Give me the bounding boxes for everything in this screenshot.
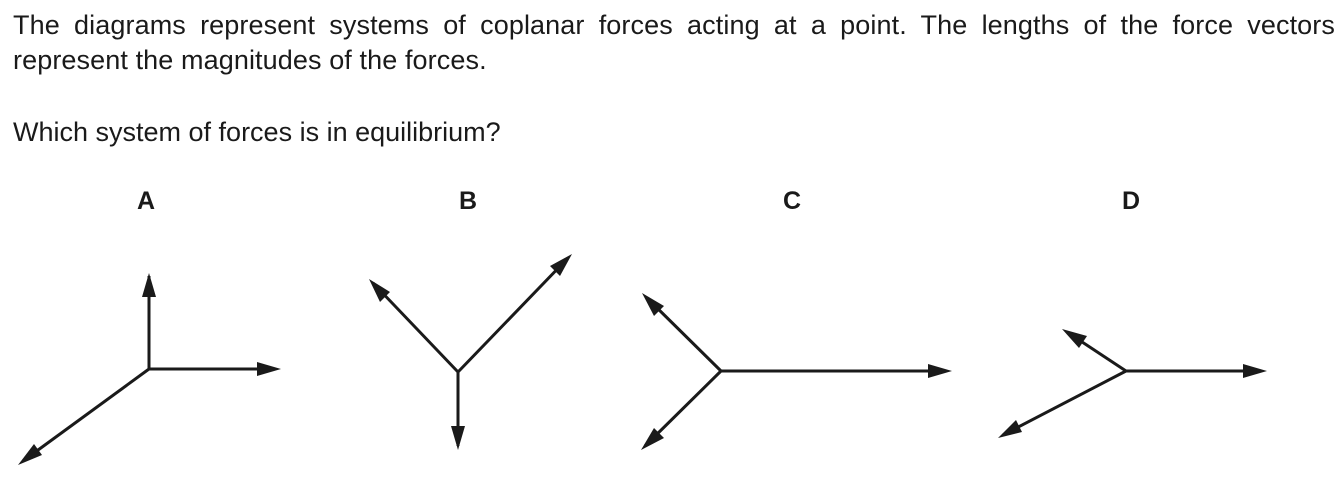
arrowhead-b-down (451, 426, 465, 450)
force-vector-a-down-left (22, 367, 150, 463)
arrowhead-c-up-left (642, 293, 664, 316)
force-vector-b-up-right (456, 257, 569, 374)
option-b-label: B (458, 187, 478, 215)
diagram-a (18, 273, 281, 465)
question-stem: The diagrams represent systems of coplan… (13, 10, 1335, 75)
arrowhead-d-up-left (1062, 329, 1087, 348)
option-c-label: C (782, 187, 802, 215)
arrowhead-c-right (928, 364, 952, 378)
force-vector-d-down-left (1002, 369, 1127, 437)
diagram-b (369, 254, 572, 450)
arrowhead-b-up-left (369, 279, 390, 302)
force-vector-b-up-left (371, 281, 460, 374)
arrowhead-d-down-left (998, 420, 1022, 438)
arrowhead-b-up-right (550, 254, 572, 276)
question-prompt: Which system of forces is in equilibrium… (13, 117, 501, 147)
arrowhead-c-down-left (641, 428, 664, 450)
diagram-d (998, 329, 1267, 438)
arrowhead-a-right (257, 362, 281, 376)
arrowhead-d-right (1243, 364, 1267, 378)
option-a-label: A (136, 187, 156, 215)
diagram-c (641, 293, 952, 450)
option-d-label: D (1121, 187, 1141, 215)
arrowhead-a-down-left (18, 444, 42, 465)
arrowhead-a-up (142, 273, 156, 297)
